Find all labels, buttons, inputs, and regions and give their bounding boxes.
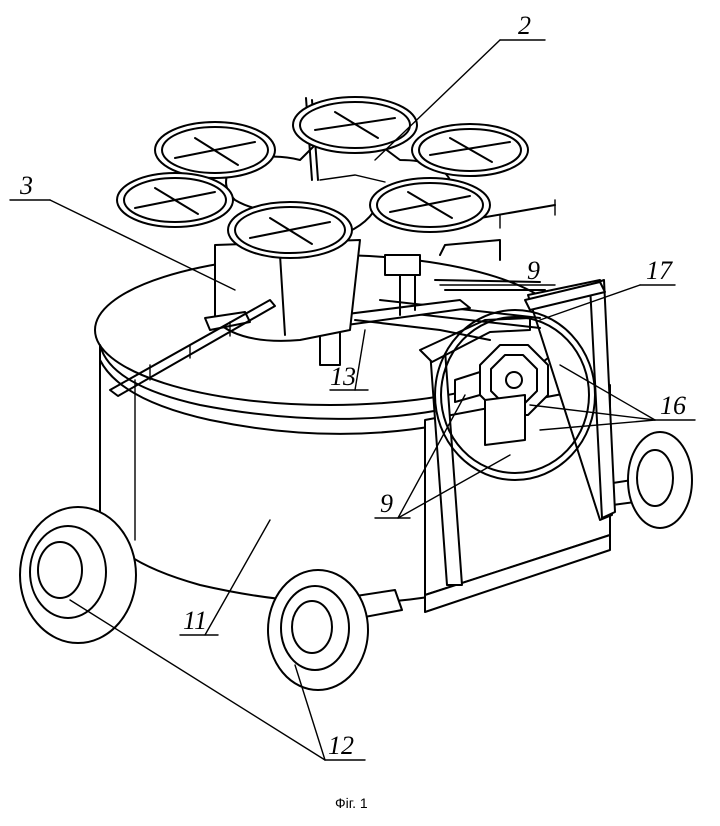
label-17: 17 [646,256,673,285]
rotor-guard-left [116,172,234,228]
rotor-guard-top [292,96,418,154]
wheel-front-left [19,506,137,644]
wheel-rear-right [627,431,693,529]
landing-rails [314,239,546,366]
rotor-guard-bottom [227,201,353,259]
side-carriage [419,279,616,613]
leader-lines [9,39,696,761]
rotor-guard-right-top [411,123,529,177]
label-2: 2 [518,11,531,40]
figure-caption: Фіг. 1 [335,795,368,811]
rotor-guard-right [369,177,491,233]
label-11: 11 [183,606,207,635]
rotor-guard-left-top [154,121,276,179]
wheel-front-right [267,569,369,691]
label-13: 13 [330,362,356,391]
drone-housing [109,199,556,397]
label-16: 16 [660,391,686,420]
cable-winch [434,309,596,481]
label-3: 3 [19,171,33,200]
label-9-lower: 9 [380,489,393,518]
label-9-upper: 9 [527,256,540,285]
drone-hexacopter [116,96,529,259]
label-12: 12 [328,731,354,760]
